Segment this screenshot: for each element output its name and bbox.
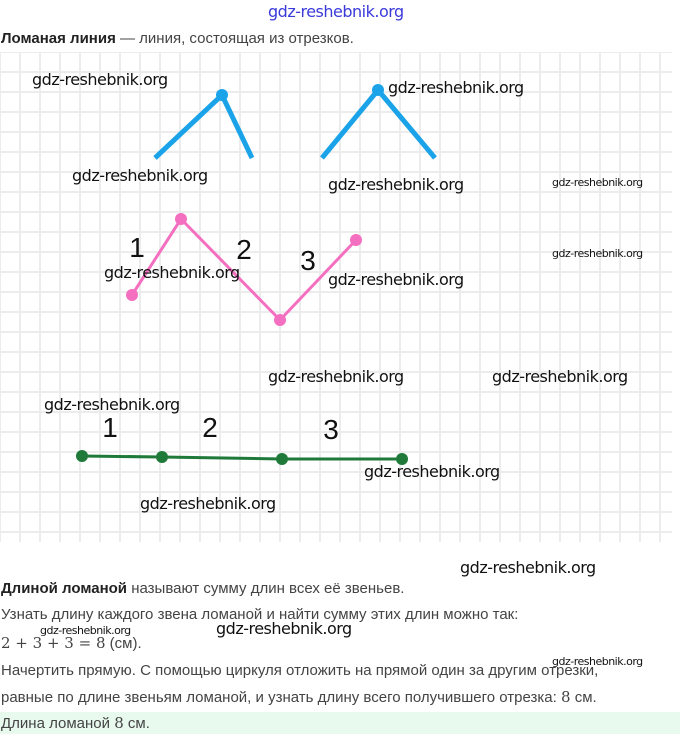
green-point	[276, 453, 288, 465]
definition-rest: называют сумму длин всех её звеньев.	[127, 580, 405, 597]
blue-vertex	[372, 84, 384, 96]
intro-text: Ломаная линия — линия, состоящая из отре…	[1, 30, 354, 47]
watermark: gdz-reshebnik.org	[40, 624, 131, 637]
watermark: gdz-reshebnik.org	[328, 175, 464, 194]
watermark: gdz-reshebnik.org	[104, 263, 240, 282]
method-text: Узнать длину каждого звена ломаной и най…	[1, 606, 519, 623]
green-point	[156, 451, 168, 463]
blue-angle-line	[153, 90, 255, 160]
text: см.	[570, 689, 597, 706]
watermark: gdz-reshebnik.org	[552, 655, 643, 668]
watermark: gdz-reshebnik.org	[328, 270, 464, 289]
segment-label: 2	[202, 412, 218, 443]
watermark: gdz-reshebnik.org	[460, 558, 596, 577]
watermark: gdz-reshebnik.org	[140, 494, 276, 513]
polyline-figure: 1 2 3 1 2 3	[0, 52, 672, 542]
formula-unit: (см).	[105, 635, 142, 652]
text: Длина ломаной	[1, 715, 115, 732]
pink-vertex	[350, 234, 362, 246]
pink-polyline	[130, 216, 358, 323]
watermark: gdz-reshebnik.org	[492, 367, 628, 386]
segment-label: 1	[129, 232, 145, 263]
pink-vertex	[274, 314, 286, 326]
pink-vertex	[175, 213, 187, 225]
watermark-top: gdz-reshebnik.org	[268, 2, 404, 21]
watermark: gdz-reshebnik.org	[364, 462, 500, 481]
number: 8	[114, 714, 124, 732]
term: Длиной ломаной	[1, 580, 128, 597]
number: 8	[560, 688, 571, 706]
blue-angle-line	[320, 86, 437, 160]
watermark: gdz-reshebnik.org	[216, 619, 352, 638]
segment-label: 3	[300, 245, 316, 276]
watermark: gdz-reshebnik.org	[388, 78, 524, 97]
formula-line: 2 + 3 + 3 = 8 (см).	[1, 634, 142, 652]
instruction-line1: Начертить прямую. С помощью циркуля отло…	[1, 662, 599, 679]
blue-vertex	[216, 89, 228, 101]
intro-rest: — линия, состоящая из отрезков.	[115, 30, 354, 47]
green-point	[396, 453, 408, 465]
pink-vertex	[126, 289, 138, 301]
segment-label: 1	[102, 412, 118, 443]
term: Ломаная линия	[1, 30, 116, 47]
text: см.	[123, 715, 150, 732]
definition-text: Длиной ломаной называют сумму длин всех …	[1, 580, 404, 597]
watermark: gdz-reshebnik.org	[552, 176, 643, 189]
text: равные по длине звеньям ломаной, и узнат…	[1, 689, 561, 706]
segment-label: 3	[323, 414, 339, 445]
watermark: gdz-reshebnik.org	[552, 247, 643, 260]
answer-text: Длина ломаной 8 см.	[1, 714, 150, 732]
watermark: gdz-reshebnik.org	[32, 70, 168, 89]
segment-label: 2	[236, 234, 252, 265]
watermark: gdz-reshebnik.org	[72, 166, 208, 185]
green-point	[76, 450, 88, 462]
formula: 2 + 3 + 3 = 8	[1, 634, 106, 652]
answer-highlight	[0, 712, 680, 734]
green-segment-line	[81, 454, 402, 461]
instruction-line2: равные по длине звеньям ломаной, и узнат…	[1, 688, 597, 706]
watermark: gdz-reshebnik.org	[44, 395, 180, 414]
watermark: gdz-reshebnik.org	[268, 367, 404, 386]
